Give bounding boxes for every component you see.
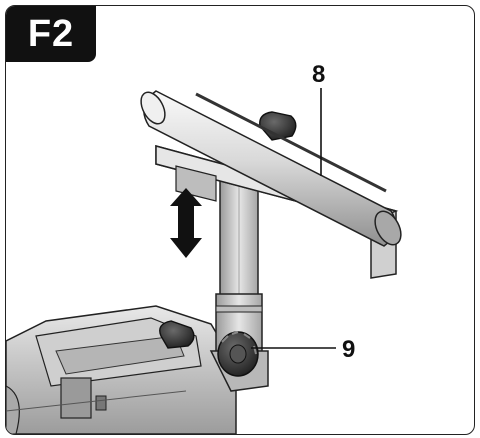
callout-label-9: 9	[342, 336, 355, 363]
callout-8: 8	[312, 61, 325, 176]
support-arm-illustration: 8 9	[6, 61, 402, 434]
height-adjust-arrow-icon	[170, 188, 202, 258]
saw-base	[6, 305, 237, 434]
figure-tag: F2	[6, 6, 96, 62]
bracket-knob	[259, 111, 297, 141]
side-knob	[159, 320, 195, 349]
support-roller	[140, 90, 402, 247]
callout-9: 9	[251, 336, 355, 363]
clamp-knob	[217, 331, 259, 377]
callout-label-8: 8	[312, 61, 325, 88]
figure-frame: F2	[5, 5, 475, 435]
